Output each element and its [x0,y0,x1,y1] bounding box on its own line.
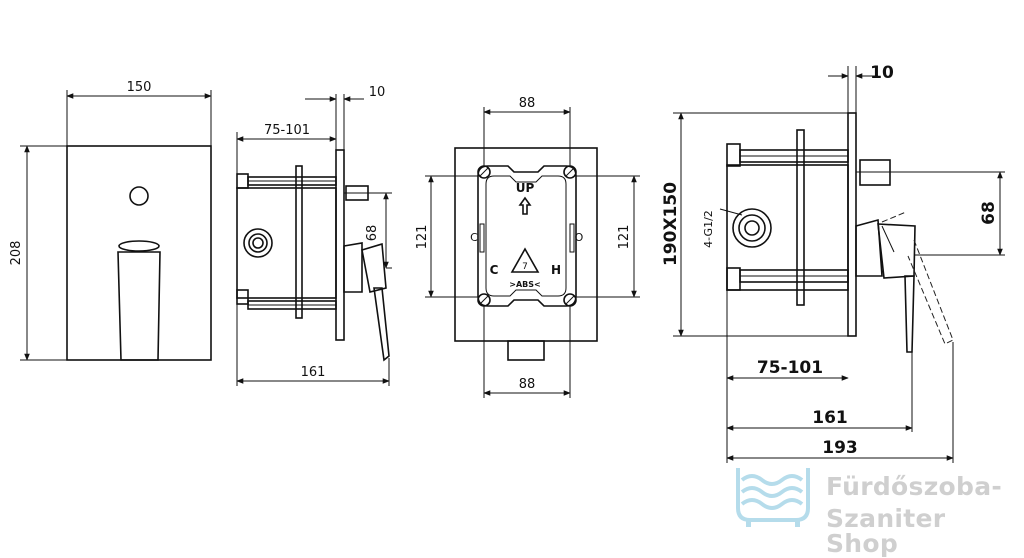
watermark-line-1: Fürdőszoba- [826,472,1003,501]
watermark-line-2: Szaniter Shop [826,504,946,558]
detail-161-dim: 161 [812,408,848,428]
recycle-number: 7 [522,262,528,272]
side-view: 75-101 10 68 161 [236,85,392,386]
side-total-dim: 161 [301,365,326,380]
front-cover-plate [66,145,212,361]
technical-drawing: 150 208 75-101 [9,63,1005,527]
side-body [236,187,337,299]
recycle-label: >ABS< [509,280,540,289]
detail-plate [847,112,857,337]
detail-body [726,164,849,291]
box-left-dim: 121 [415,225,430,250]
side-plate-dim: 10 [369,85,386,100]
box-up-label: UP [516,181,535,195]
box-side-c: C [470,231,478,244]
front-height-dim: 208 [9,241,24,266]
detail-offset-dim: 68 [979,201,999,225]
side-offset-dim: 68 [365,225,380,242]
recycle-icon [510,247,540,273]
box-bottom-dim: 88 [519,377,536,392]
diverter-button [129,186,149,206]
box-side-o: O [575,231,584,244]
front-view: 150 208 [9,80,212,361]
bathtub-logo-icon [736,468,810,527]
up-arrow-icon [518,196,532,215]
detail-size-dim: 190X150 [661,182,681,266]
detail-view: 10 190X150 4-G1/2 68 75-101 161 193 [661,63,1005,463]
front-handle-base [118,240,160,252]
detail-193-dim: 193 [822,438,858,458]
box-cold-label: C [490,263,499,277]
side-depth-dim: 75-101 [264,123,310,138]
box-right-dim: 121 [617,225,632,250]
box-hot-label: H [551,263,561,277]
front-width-dim: 150 [127,80,152,95]
box-top-dim: 88 [519,96,536,111]
box-view: C O UP C H 7 >ABS< 88 88 121 121 [415,96,640,398]
detail-depth-dim: 75-101 [757,358,823,378]
side-plate [335,149,345,341]
front-handle [117,251,161,361]
detail-thread-label: 4-G1/2 [702,210,715,248]
detail-plate-dim: 10 [870,63,894,83]
